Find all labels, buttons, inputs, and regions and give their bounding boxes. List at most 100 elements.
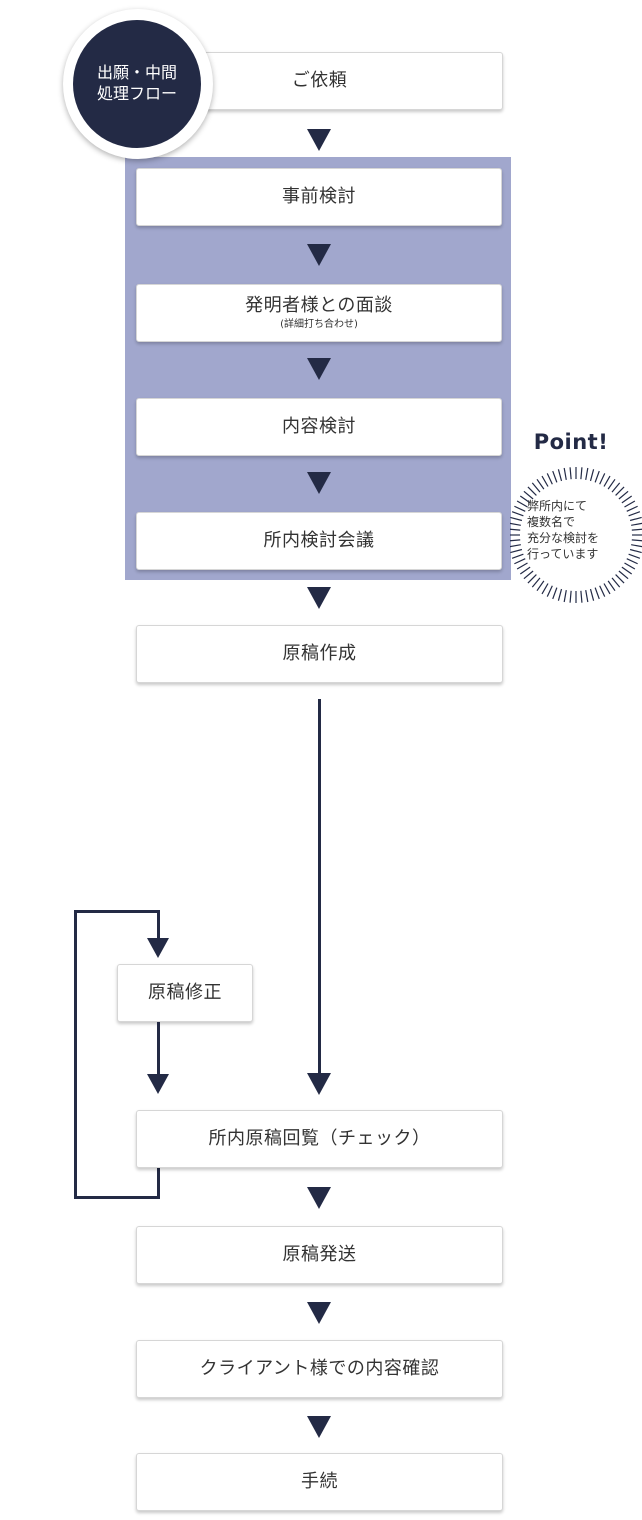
burst-tick	[589, 469, 595, 482]
step-draft-revision-label: 原稿修正	[148, 982, 222, 1004]
step-interview: 発明者様との面談 (詳細打ち合わせ)	[136, 284, 502, 342]
step-draft-send-label: 原稿発送	[282, 1244, 357, 1266]
point-burst-icon	[510, 467, 642, 603]
burst-tick	[580, 467, 583, 480]
burst-tick	[557, 469, 563, 482]
burst-tick	[552, 470, 558, 483]
burst-tick	[621, 495, 633, 504]
arrow-down-icon	[307, 1187, 331, 1209]
burst-tick	[624, 562, 636, 570]
arrow-down-icon	[307, 587, 331, 609]
burst-tick	[546, 473, 553, 485]
step-procedure-label: 手続	[301, 1471, 338, 1493]
burst-tick	[514, 505, 526, 512]
loop-line-return	[157, 1168, 160, 1199]
burst-tick	[510, 516, 523, 522]
step-pre-review-label: 事前検討	[282, 186, 356, 208]
flow-badge-line1: 出願・中間	[96, 63, 177, 83]
burst-tick	[511, 553, 524, 559]
burst-tick	[615, 486, 625, 496]
loop-line-bottom	[74, 1196, 160, 1199]
burst-tick	[563, 590, 567, 603]
burst-tick	[626, 558, 638, 565]
arrow-down-icon	[307, 1302, 331, 1324]
burst-tick	[527, 486, 537, 496]
step-client-confirm: クライアント様での内容確認	[136, 1340, 503, 1398]
burst-tick	[536, 580, 545, 592]
point-title: Point!	[533, 430, 609, 454]
loop-line-down	[157, 910, 160, 938]
burst-tick	[563, 467, 567, 480]
burst-tick	[599, 473, 606, 485]
burst-tick	[527, 574, 537, 584]
burst-tick	[628, 553, 641, 559]
burst-tick	[536, 478, 545, 490]
burst-tick	[510, 522, 521, 526]
burst-tick	[514, 558, 526, 565]
step-procedure: 手続	[136, 1453, 503, 1511]
burst-tick	[516, 562, 528, 570]
step-draft-creation-label: 原稿作成	[282, 643, 357, 665]
burst-tick	[629, 516, 642, 522]
flow-badge-line2: 処理フロー	[96, 84, 177, 103]
burst-tick	[611, 577, 621, 588]
burst-tick	[519, 495, 531, 504]
step-internal-circulation: 所内原稿回覧（チェック）	[136, 1110, 503, 1168]
step-draft-send: 原稿発送	[136, 1226, 503, 1284]
loop-line-left	[74, 910, 77, 1199]
step-request-label: ご依頼	[291, 70, 348, 92]
burst-tick	[519, 566, 531, 575]
arrow-down-icon	[307, 129, 331, 151]
burst-tick	[541, 475, 549, 487]
burst-tick	[631, 522, 642, 526]
burst-tick	[510, 528, 521, 531]
burst-tick	[511, 511, 524, 517]
burst-tick	[621, 566, 633, 575]
burst-tick	[618, 490, 629, 500]
step-internal-circulation-label: 所内原稿回覧（チェック）	[208, 1128, 431, 1150]
flow-badge: 出願・中間 処理フロー	[73, 20, 201, 148]
burst-tick	[580, 590, 583, 603]
arrow-down-icon	[307, 244, 331, 266]
burst-tick	[510, 544, 521, 548]
burst-tick	[607, 580, 616, 592]
burst-tick	[618, 570, 629, 580]
burst-tick	[631, 528, 642, 531]
point-text-line: 充分な検討を	[527, 531, 600, 545]
step-draft-revision: 原稿修正	[117, 964, 253, 1022]
burst-tick	[569, 467, 572, 480]
step-internal-meeting-label: 所内検討会議	[263, 530, 375, 552]
arrow-down-icon	[147, 1074, 169, 1094]
burst-tick	[603, 475, 611, 487]
point-text: 弊所内にて 複数名で 充分な検討を 行っています	[527, 498, 623, 562]
burst-tick	[594, 470, 600, 483]
step-content-review-label: 内容検討	[282, 416, 356, 438]
step-interview-sublabel: (詳細打ち合わせ)	[280, 318, 358, 330]
burst-tick	[552, 587, 558, 600]
burst-tick	[523, 490, 534, 500]
step-pre-review: 事前検討	[136, 168, 502, 226]
burst-tick	[541, 583, 549, 595]
step-interview-label: 発明者様との面談	[245, 295, 393, 317]
burst-tick	[516, 500, 528, 508]
step-client-confirm-label: クライアント様での内容確認	[199, 1358, 440, 1380]
burst-tick	[626, 505, 638, 512]
arrow-down-icon	[307, 358, 331, 380]
burst-tick	[631, 539, 642, 542]
burst-tick	[569, 590, 572, 603]
step-draft-creation: 原稿作成	[136, 625, 503, 683]
burst-tick	[523, 570, 534, 580]
burst-tick	[531, 577, 541, 588]
loop-line-top	[74, 910, 160, 913]
step-internal-meeting: 所内検討会議	[136, 512, 502, 570]
burst-tick	[603, 583, 611, 595]
burst-tick	[585, 467, 589, 480]
arrow-down-icon	[307, 1073, 331, 1095]
burst-tick	[615, 574, 625, 584]
burst-tick	[557, 588, 563, 601]
burst-tick	[628, 511, 641, 517]
point-text-line: 行っています	[527, 547, 599, 561]
arrow-down-icon	[307, 472, 331, 494]
arrow-down-icon	[307, 1416, 331, 1438]
point-text-line: 弊所内にて	[527, 499, 588, 513]
